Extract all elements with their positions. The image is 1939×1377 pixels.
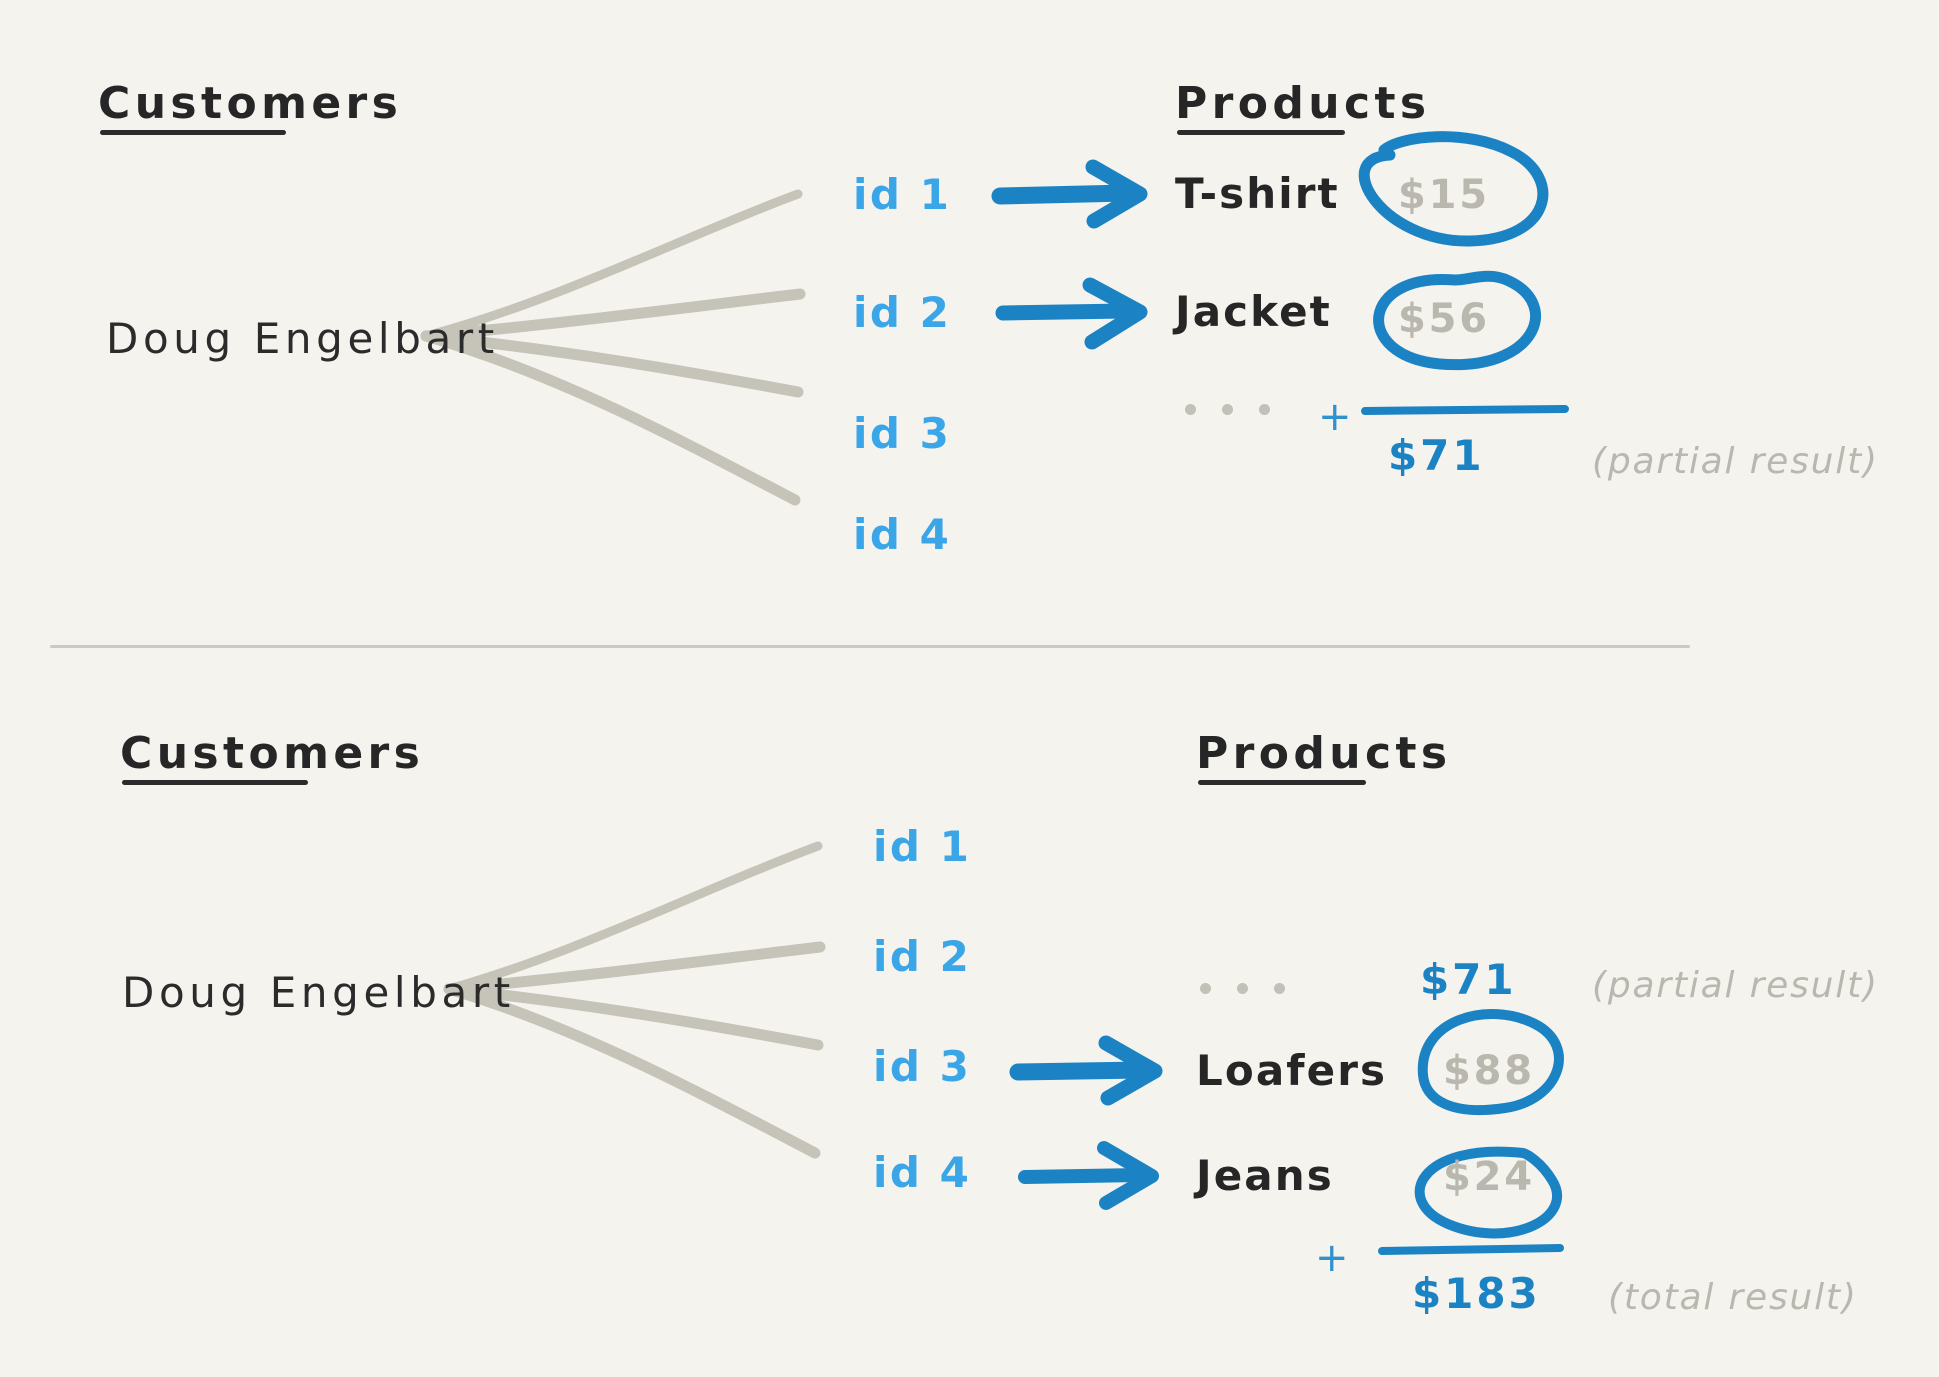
sum-rule-bottom (1378, 1244, 1564, 1255)
panel-top-customer-name: Doug Engelbart (106, 314, 499, 363)
panel-top-id-2: id 2 (853, 288, 952, 337)
panel-top-sum-value: $71 (1388, 431, 1485, 480)
panel-bottom-customers-underline (122, 780, 308, 785)
panel-bottom-id-2: id 2 (873, 932, 972, 981)
panel-bottom-customers-heading-group: Customers (120, 728, 425, 785)
panel-bottom-sum-annotation: (total result) (1608, 1277, 1858, 1318)
panel-bottom-id-3: id 3 (873, 1042, 972, 1091)
panel-bottom-carried-value: $71 (1420, 955, 1517, 1004)
panel-bottom-products-heading-group: Products (1196, 728, 1452, 785)
panel-bottom-carried-annotation: (partial result) (1592, 965, 1879, 1006)
panel-top-id-3: id 3 (853, 409, 952, 458)
panel-top-price-jacket: $56 (1398, 296, 1490, 342)
panel-top-customers-heading: Customers (98, 78, 403, 129)
panel-top-sum-annotation: (partial result) (1592, 441, 1879, 482)
panel-bottom-product-jeans: Jeans (1196, 1151, 1334, 1200)
panel-bottom-sum-value: $183 (1412, 1269, 1541, 1318)
panel-bottom-price-jeans: $24 (1443, 1154, 1535, 1200)
panel-top-products-heading-group: Products (1175, 78, 1431, 135)
panel-bottom-products-underline (1198, 780, 1366, 785)
panel-top-ellipsis (1185, 404, 1270, 415)
panel-top-plus-sign: + (1318, 394, 1354, 440)
arrow-id2-to-jacket (995, 277, 1148, 350)
panel-top-product-tshirt: T-shirt (1175, 169, 1340, 218)
panel-top-products-heading: Products (1175, 78, 1431, 129)
panel-bottom-price-loafers: $88 (1443, 1048, 1535, 1094)
panel-bottom-product-loafers: Loafers (1196, 1046, 1388, 1095)
arrow-id4-to-jeans (1018, 1141, 1159, 1210)
panel-top-customers-underline (100, 130, 286, 135)
panel-bottom-products-heading: Products (1196, 728, 1452, 779)
panel-bottom-plus-sign: + (1315, 1235, 1351, 1281)
panel-top-id-4: id 4 (853, 510, 952, 559)
panel-bottom-id-1: id 1 (873, 822, 972, 871)
panel-bottom-customer-name: Doug Engelbart (122, 968, 515, 1017)
sum-rule-top (1361, 405, 1569, 415)
arrow-id1-to-tshirt (991, 159, 1148, 229)
panel-top-customers-heading-group: Customers (98, 78, 403, 135)
panel-bottom-id-4: id 4 (873, 1148, 972, 1197)
panel-top-price-tshirt: $15 (1398, 172, 1490, 218)
panel-bottom-ellipsis (1200, 983, 1285, 994)
panel-top-products-underline (1177, 130, 1345, 135)
panel-top-id-1: id 1 (853, 170, 952, 219)
arrow-id3-to-loafers (1009, 1035, 1163, 1106)
panel-divider (50, 645, 1690, 648)
panel-bottom-customers-heading: Customers (120, 728, 425, 779)
panel-top-product-jacket: Jacket (1175, 287, 1332, 336)
